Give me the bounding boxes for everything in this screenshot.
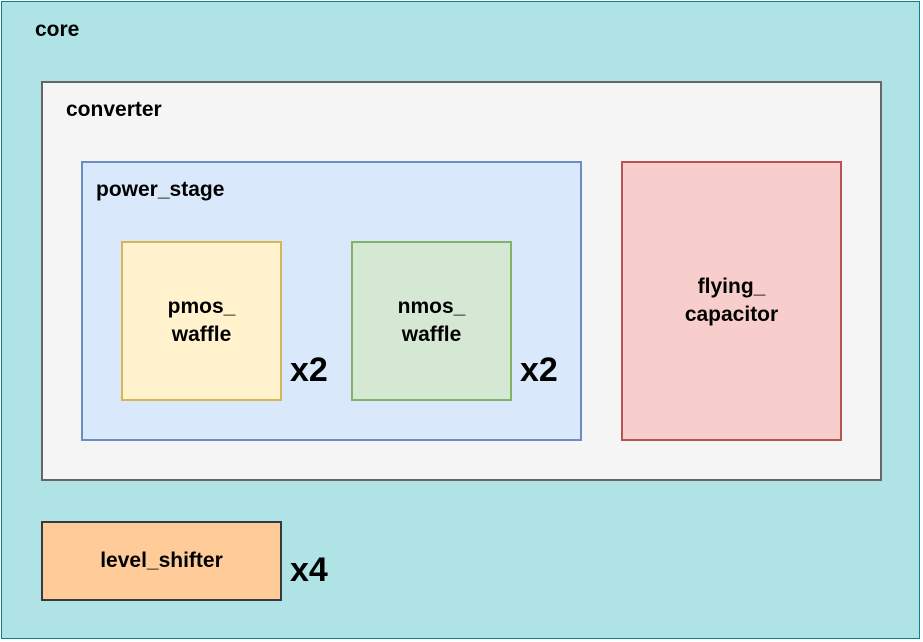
- pmos-waffle-text: pmos_ waffle: [123, 293, 280, 349]
- pmos-waffle-line1: pmos_: [167, 295, 236, 318]
- core-label: core: [35, 18, 80, 41]
- nmos-waffle-text: nmos_ waffle: [353, 293, 510, 349]
- nmos-waffle-line1: nmos_: [397, 295, 466, 318]
- converter-label: converter: [66, 98, 162, 121]
- level-shifter-multiplier: x4: [290, 551, 328, 589]
- flying-capacitor-text: flying_ capacitor: [623, 273, 840, 329]
- level-shifter-label: level_shifter: [100, 549, 223, 572]
- pmos-waffle-line2: waffle: [171, 323, 232, 346]
- flying-capacitor-line1: flying_: [697, 275, 766, 298]
- level-shifter-block: level_shifter: [41, 521, 282, 601]
- nmos-multiplier: x2: [520, 351, 558, 389]
- nmos-waffle-block: nmos_ waffle: [351, 241, 512, 401]
- pmos-waffle-block: pmos_ waffle: [121, 241, 282, 401]
- power-stage-label: power_stage: [96, 178, 225, 201]
- pmos-multiplier: x2: [290, 351, 328, 389]
- flying-capacitor-block: flying_ capacitor: [621, 161, 842, 441]
- nmos-waffle-line2: waffle: [401, 323, 462, 346]
- flying-capacitor-line2: capacitor: [684, 303, 779, 326]
